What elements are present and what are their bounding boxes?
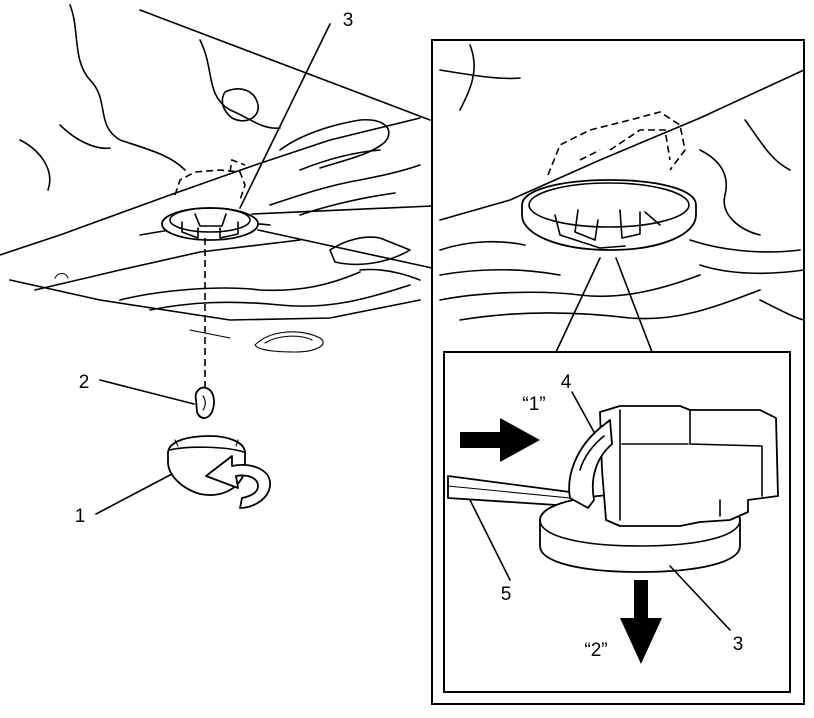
step-label-1: “1” bbox=[522, 394, 545, 415]
leader-1 bbox=[95, 473, 173, 515]
label-2: 2 bbox=[79, 372, 90, 393]
clip-plug bbox=[194, 386, 215, 419]
label-3-main: 3 bbox=[343, 10, 354, 31]
floor-panel-view bbox=[0, 4, 431, 388]
leader-2 bbox=[99, 379, 195, 405]
rotate-arrow-icon bbox=[205, 455, 271, 509]
step-label-2: “2” bbox=[584, 640, 607, 661]
label-3-detail: 3 bbox=[733, 634, 744, 655]
leader-5 bbox=[469, 499, 511, 581]
detail-frame bbox=[431, 39, 805, 705]
zoom-line-top bbox=[251, 205, 433, 215]
arrow-down-icon bbox=[620, 580, 662, 664]
label-1: 1 bbox=[75, 506, 86, 527]
leader-3-detail bbox=[669, 565, 731, 631]
leader-3-main bbox=[239, 23, 331, 209]
leader-4 bbox=[571, 391, 595, 433]
label-5: 5 bbox=[501, 584, 512, 605]
label-4: 4 bbox=[561, 372, 572, 393]
arrow-right-icon bbox=[460, 418, 540, 462]
zoom-line-bottom bbox=[257, 229, 433, 269]
